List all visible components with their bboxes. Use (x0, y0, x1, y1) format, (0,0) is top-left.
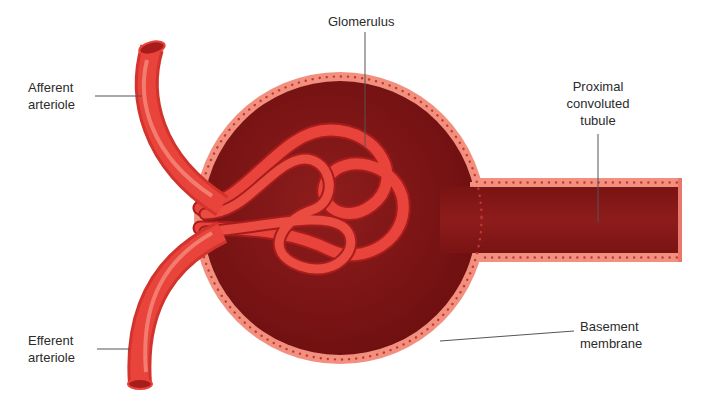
capsule-space (203, 81, 477, 355)
membrane-dots (199, 77, 482, 360)
capillary-loops (200, 130, 403, 269)
afferent-vessel (144, 48, 222, 206)
part-label: Afferent arteriole (28, 79, 94, 113)
part-label: Basement membrane (580, 318, 660, 352)
part-label: Efferent arteriole (28, 332, 94, 366)
tubule-lumen (440, 187, 682, 253)
efferent-vessel (139, 232, 222, 384)
leader-lines (95, 32, 598, 349)
part-label: Glomerulus (328, 13, 394, 30)
part-label: Proximal convoluted tubule (548, 78, 648, 129)
